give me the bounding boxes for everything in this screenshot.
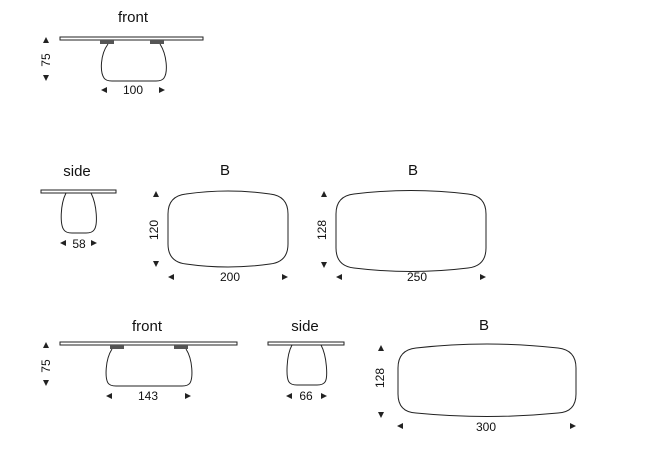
depth-label: 128: [373, 368, 387, 388]
arrow-right-icon: [570, 423, 576, 429]
bracket-right: [150, 40, 164, 44]
width-label: 250: [407, 270, 427, 284]
plan-view-b: B 128 250: [315, 162, 487, 284]
front-view-bottom: front 75 143: [39, 318, 238, 403]
width-dimension: 200: [168, 270, 288, 284]
arrow-up-icon: [321, 191, 327, 197]
arrow-left-icon: [397, 423, 403, 429]
front-view-title: front: [132, 318, 163, 335]
arrow-right-icon: [282, 274, 288, 280]
bracket-left: [110, 345, 124, 349]
plan-title: B: [220, 162, 230, 179]
arrow-left-icon: [101, 87, 107, 93]
arrow-up-icon: [43, 37, 49, 43]
tabletop-outline: [335, 190, 487, 272]
arrow-down-icon: [43, 380, 49, 386]
tabletop-outline: [397, 343, 577, 417]
pedestal-base: [60, 192, 97, 234]
arrow-left-icon: [286, 393, 292, 399]
side-view-bottom: side 66: [267, 318, 345, 403]
tabletop-outline: [167, 190, 289, 268]
arrow-up-icon: [378, 345, 384, 351]
height-dimension: 75: [39, 37, 53, 81]
width-dimension: 100: [101, 83, 165, 97]
depth-dimension: 120: [147, 191, 161, 267]
arrow-right-icon: [159, 87, 165, 93]
front-view-top: front 75 100: [39, 9, 204, 97]
bracket-left: [100, 40, 114, 44]
arrow-up-icon: [153, 191, 159, 197]
pedestal-base: [286, 344, 328, 386]
width-label: 66: [299, 389, 313, 403]
arrow-down-icon: [43, 75, 49, 81]
tabletop: [267, 341, 345, 346]
plan-view-c: B 128 300: [373, 317, 577, 434]
tabletop: [59, 341, 238, 346]
arrow-right-icon: [185, 393, 191, 399]
depth-dimension: 128: [315, 191, 329, 268]
pedestal-base: [105, 348, 193, 387]
width-dimension: 58: [60, 237, 97, 251]
bracket-right: [174, 345, 188, 349]
front-view-title: front: [118, 9, 149, 26]
arrow-down-icon: [321, 262, 327, 268]
arrow-left-icon: [168, 274, 174, 280]
height-label: 75: [39, 359, 53, 373]
arrow-left-icon: [106, 393, 112, 399]
side-view-title: side: [291, 318, 319, 335]
width-label: 58: [72, 237, 86, 251]
side-view-mid: side 58: [40, 163, 117, 251]
height-dimension: 75: [39, 342, 53, 386]
arrow-down-icon: [153, 261, 159, 267]
width-label: 143: [138, 389, 158, 403]
tabletop: [40, 189, 117, 194]
depth-dimension: 128: [373, 345, 387, 418]
width-dimension: 143: [106, 389, 191, 403]
tabletop: [59, 36, 204, 41]
width-label: 300: [476, 420, 496, 434]
arrow-right-icon: [480, 274, 486, 280]
width-label: 100: [123, 83, 143, 97]
height-label: 75: [39, 53, 53, 67]
plan-title: B: [479, 317, 489, 334]
depth-label: 128: [315, 220, 329, 240]
arrow-right-icon: [321, 393, 327, 399]
arrow-right-icon: [91, 240, 97, 246]
pedestal-base: [100, 43, 167, 82]
arrow-left-icon: [336, 274, 342, 280]
arrow-left-icon: [60, 240, 66, 246]
width-dimension: 250: [336, 270, 486, 284]
side-view-title: side: [63, 163, 91, 180]
width-label: 200: [220, 270, 240, 284]
arrow-down-icon: [378, 412, 384, 418]
width-dimension: 66: [286, 389, 327, 403]
plan-view-a: B 120 200: [147, 162, 289, 284]
arrow-up-icon: [43, 342, 49, 348]
plan-title: B: [408, 162, 418, 179]
depth-label: 120: [147, 220, 161, 240]
width-dimension: 300: [397, 420, 576, 434]
